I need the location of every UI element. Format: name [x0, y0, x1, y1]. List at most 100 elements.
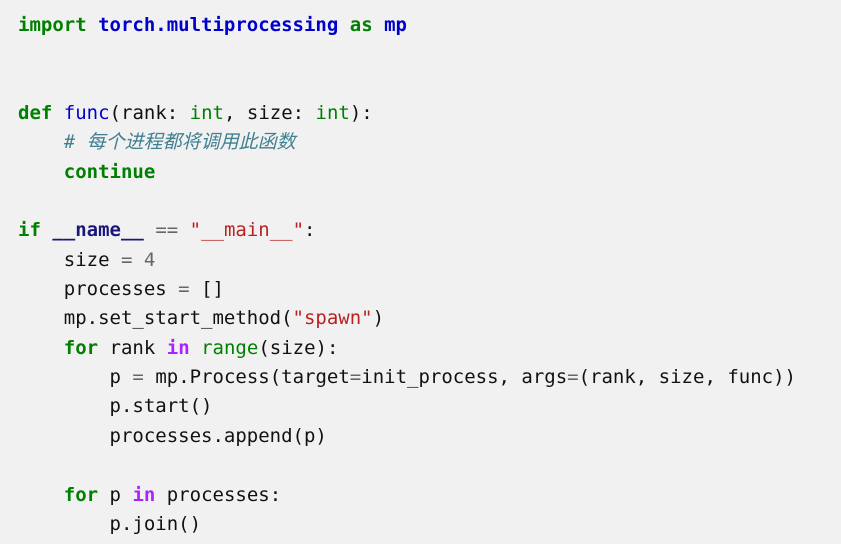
- code-token-n: p.start(): [109, 395, 213, 418]
- code-token-vm: __name__: [52, 219, 144, 242]
- code-token-o: =: [120, 248, 133, 271]
- code-token-n: [18, 513, 110, 535]
- code-line: [18, 40, 835, 69]
- code-token-n: [121, 366, 132, 388]
- code-token-kw: for: [63, 336, 99, 359]
- code-token-n: [18, 161, 64, 183]
- code-token-n: [87, 14, 98, 36]
- code-line: [18, 451, 835, 480]
- code-token-n: ): [372, 307, 385, 330]
- code-token-n: [18, 337, 64, 359]
- code-token-n: [18, 307, 64, 329]
- code-token-kw: as: [349, 14, 373, 36]
- code-token-n: size: [246, 102, 293, 125]
- code-line: [18, 187, 835, 216]
- code-token-n: p: [109, 366, 121, 389]
- code-line: for p in processes:: [18, 481, 835, 510]
- code-token-n: [18, 425, 110, 447]
- code-token-n: [18, 249, 64, 271]
- code-line: p = mp.Process(target=init_process, args…: [18, 363, 835, 392]
- code-token-kw: if: [18, 219, 41, 242]
- code-line: if __name__ == "__main__":: [18, 216, 835, 245]
- code-token-n: [121, 484, 132, 506]
- code-line: def func(rank: int, size: int):: [18, 99, 835, 128]
- code-token-o: =: [178, 278, 190, 301]
- code-token-n: [190, 337, 201, 359]
- code-token-o: =: [132, 366, 144, 389]
- code-token-n: rank: [109, 336, 156, 359]
- code-token-n: :: [166, 102, 190, 125]
- code-token-kw: def: [18, 102, 53, 125]
- code-token-n: [178, 219, 189, 241]
- code-line: continue: [18, 158, 835, 187]
- code-line: p.start(): [18, 392, 835, 421]
- code-line: processes.append(p): [18, 422, 835, 451]
- code-line: processes = []: [18, 275, 835, 304]
- code-token-n: [338, 14, 349, 36]
- code-token-o: =: [567, 366, 579, 389]
- code-token-o: =: [349, 366, 362, 389]
- code-token-nb: int: [189, 102, 224, 125]
- code-token-n: [18, 131, 64, 153]
- code-token-nf: func: [63, 102, 110, 125]
- code-token-n: [98, 484, 109, 506]
- code-token-n: [155, 484, 166, 506]
- code-token-n: size: [63, 248, 110, 271]
- code-token-n: [41, 219, 52, 241]
- code-token-n: [144, 366, 155, 388]
- code-token-n: processes: [63, 278, 167, 301]
- code-token-n: [52, 102, 63, 124]
- code-token-n: p.join(): [109, 512, 202, 535]
- code-token-nn: mp: [384, 14, 407, 36]
- code-line: mp.set_start_method("spawn"): [18, 304, 835, 333]
- code-token-n: [18, 278, 64, 300]
- code-line: # 每个进程都将调用此函数: [18, 128, 835, 157]
- code-token-n: rank: [121, 102, 167, 125]
- code-token-o: ==: [155, 219, 179, 242]
- code-line: p.join(): [18, 510, 835, 539]
- code-token-n: init_process, args: [361, 366, 568, 389]
- code-token-ow: in: [166, 336, 190, 359]
- code-token-n: [18, 395, 110, 417]
- code-token-m: 4: [143, 248, 156, 271]
- code-token-n: processes.append(p): [109, 424, 327, 447]
- code-token-n: :: [292, 102, 316, 125]
- code-token-n: mp.set_start_method(: [63, 307, 293, 330]
- code-token-n: [110, 249, 121, 271]
- code-token-kw: continue: [63, 160, 156, 183]
- code-token-n: :: [304, 219, 316, 242]
- code-token-kw: for: [63, 483, 99, 506]
- code-token-n: (rank, size, func)): [578, 366, 796, 389]
- code-line: size = 4: [18, 246, 835, 275]
- code-token-nn: torch.multiprocessing: [98, 14, 339, 36]
- code-token-n: p: [109, 483, 121, 506]
- code-token-s: "spawn": [292, 307, 373, 330]
- code-token-nb: int: [315, 102, 350, 125]
- code-token-n: [132, 249, 143, 271]
- code-line: [18, 70, 835, 99]
- code-token-n: ):: [349, 102, 373, 125]
- code-token-n: [167, 278, 178, 300]
- code-line: import torch.multiprocessing as mp: [18, 11, 835, 40]
- code-token-kw: import: [18, 14, 87, 36]
- code-token-c: # 每个进程都将调用此函数: [63, 131, 296, 154]
- code-token-ow: in: [132, 483, 156, 506]
- code-token-n: []: [201, 278, 224, 301]
- code-token-nb: range: [201, 336, 259, 359]
- code-token-s: "__main__": [189, 219, 305, 242]
- code-token-n: [18, 484, 64, 506]
- code-token-n: (: [109, 102, 121, 125]
- code-token-n: mp.Process(target: [155, 366, 350, 389]
- code-token-n: [98, 337, 109, 359]
- code-token-n: [155, 337, 166, 359]
- code-token-n: [18, 366, 110, 388]
- code-token-n: (size):: [258, 336, 339, 359]
- code-token-n: processes:: [166, 483, 282, 506]
- code-token-n: [190, 278, 201, 300]
- code-token-n: [144, 219, 155, 241]
- code-token-n: [373, 14, 384, 36]
- code-line: for rank in range(size):: [18, 334, 835, 363]
